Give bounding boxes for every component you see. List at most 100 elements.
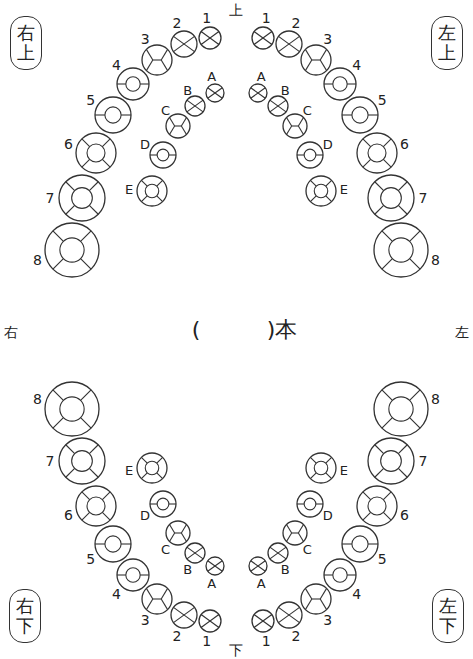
tooth-inner [389, 397, 413, 421]
tooth-outline [142, 584, 172, 614]
tooth-line [347, 574, 356, 575]
tooth-line [170, 126, 175, 134]
tooth-symbol [117, 68, 149, 100]
tooth-outline [268, 543, 288, 563]
tooth-line [347, 83, 356, 84]
quadrant-text: 左下 [439, 596, 457, 636]
tooth-outline [306, 176, 336, 206]
tooth-line [141, 180, 147, 186]
tooth-inner [87, 144, 105, 162]
tooth-letter: A [257, 576, 266, 589]
tooth-line [82, 492, 90, 500]
tooth-line [102, 512, 110, 520]
tooth-symbol [357, 133, 397, 173]
tooth-number: 2 [173, 16, 182, 30]
tooth-line [254, 32, 272, 45]
tooth-symbol [95, 97, 131, 133]
tooth-line [342, 543, 352, 544]
tooth-line [89, 468, 98, 477]
tooth-line [297, 503, 304, 504]
count-unit: )本 [267, 319, 298, 341]
tooth-line [292, 532, 299, 533]
tooth-line [298, 533, 303, 541]
tooth-inner [105, 107, 121, 123]
tooth-inner [368, 144, 386, 162]
tooth-line [298, 118, 303, 126]
tooth-inner [157, 149, 169, 161]
tooth-symbol [368, 438, 414, 484]
tooth-outline [166, 114, 190, 138]
tooth-line [82, 512, 90, 520]
tooth-number: 4 [352, 587, 361, 601]
tooth-symbol [357, 486, 397, 526]
tooth-outline [117, 68, 149, 100]
tooth-inner [87, 497, 105, 515]
tooth-number: 5 [86, 93, 95, 107]
tooth-outline [368, 438, 414, 484]
tooth-outline [76, 486, 116, 526]
tooth-line [320, 599, 326, 610]
tooth-number: 3 [323, 613, 332, 627]
tooth-line [298, 525, 303, 533]
tooth-line [251, 561, 266, 572]
tooth-symbol [59, 438, 105, 484]
tooth-letter: E [125, 182, 133, 195]
tooth-line [170, 118, 175, 126]
tooth-line [310, 180, 316, 186]
tooth-number: 1 [262, 11, 271, 25]
tooth-symbol [185, 96, 205, 116]
tooth-letter: A [207, 576, 216, 589]
tooth-line [53, 390, 64, 401]
tooth-letter: C [161, 542, 170, 555]
tooth-line [66, 205, 75, 214]
tooth-symbol [249, 84, 267, 102]
tooth-line [141, 196, 147, 202]
tooth-line [251, 561, 266, 572]
tooth-line [141, 457, 147, 463]
tooth-line [324, 574, 333, 575]
tooth-line [270, 100, 286, 112]
tooth-symbol [199, 610, 221, 632]
tooth-outline [171, 602, 197, 628]
tooth-outline [199, 27, 221, 49]
tooth-line [310, 473, 316, 479]
tooth-number: 6 [400, 508, 409, 522]
tooth-line [66, 445, 75, 454]
tooth-outline [276, 602, 302, 628]
tooth-line [270, 547, 286, 559]
tooth-inner [126, 77, 140, 91]
tooth-outline [252, 610, 274, 632]
tooth-outline [297, 491, 323, 517]
tooth-symbol [306, 453, 336, 483]
tooth-symbol [142, 584, 172, 614]
tooth-inner [126, 568, 140, 582]
tooth-outline [268, 96, 288, 116]
tooth-symbol [150, 142, 176, 168]
tooth-line [66, 468, 75, 477]
tooth-number: 3 [141, 32, 150, 46]
tooth-number: 5 [378, 552, 387, 566]
tooth-number: 7 [419, 454, 428, 468]
tooth-outline [45, 223, 99, 277]
tooth-outline [206, 84, 224, 102]
tooth-inner [145, 461, 159, 475]
tooth-line [287, 126, 292, 134]
tooth-outline [306, 453, 336, 483]
tooth-line [146, 60, 152, 71]
tooth-number: 6 [400, 137, 409, 151]
tooth-symbol [268, 96, 288, 116]
tooth-letter: C [303, 542, 312, 555]
tooth-symbol [185, 543, 205, 563]
tooth-line [102, 492, 110, 500]
tooth-outline [283, 114, 307, 138]
tooth-inner [333, 77, 347, 91]
tooth-line [382, 390, 393, 401]
tooth-line [157, 473, 163, 479]
tooth-inner [389, 238, 413, 262]
tooth-line [287, 525, 292, 533]
tooth-line [173, 36, 194, 51]
tooth-outline [357, 486, 397, 526]
tooth-line [201, 32, 219, 45]
tooth-inner [333, 568, 347, 582]
